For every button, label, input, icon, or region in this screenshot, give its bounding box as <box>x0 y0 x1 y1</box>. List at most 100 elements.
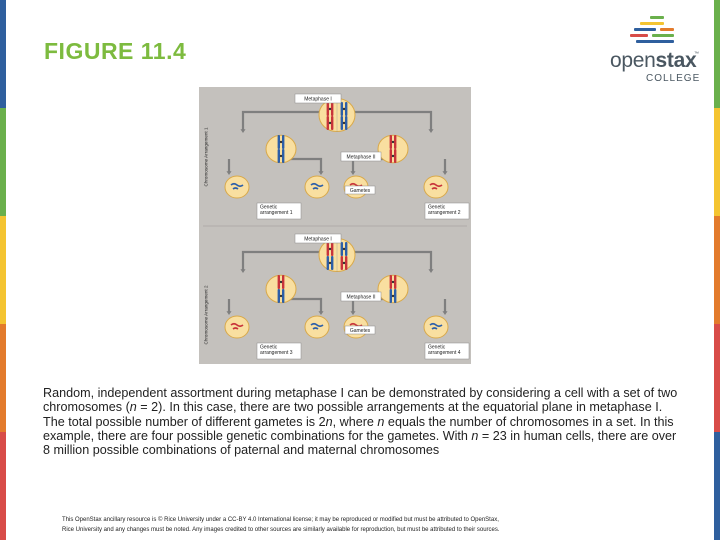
chromatid <box>326 242 329 256</box>
genetic-arrangement-right-label-line-1: Genetic <box>428 345 446 351</box>
genetic-arrangement-left-label-line-1: Genetic <box>260 345 278 351</box>
license-footer: This OpenStax ancillary resource is © Ri… <box>62 516 662 535</box>
centromere <box>328 247 332 251</box>
left-color-stripe <box>0 0 6 540</box>
arrow-inner-right-head <box>350 311 356 315</box>
slide-title: FIGURE 11.4 <box>44 38 187 64</box>
centromere <box>279 294 283 298</box>
chromosome-pair <box>277 135 285 149</box>
centromere <box>391 280 395 284</box>
caption-var-n: n <box>129 400 137 415</box>
chromatid <box>345 256 348 270</box>
chromosome-strand <box>312 327 319 330</box>
metaphase-1-label-box <box>294 93 342 104</box>
metaphase-2-cell-right <box>377 274 409 304</box>
gamete-cell <box>423 175 449 199</box>
chromatid <box>326 102 329 116</box>
arrow-inner-left-head <box>318 311 324 315</box>
chromosome-pair-red <box>326 116 334 130</box>
genetic-arrangement-right-label-line-2: arrangement 4 <box>428 350 461 356</box>
chromosome-pair <box>277 275 285 289</box>
chromatid <box>345 116 348 130</box>
genetic-arrangement-left-label-line-2: arrangement 1 <box>260 210 293 216</box>
gamete-chromosomes <box>230 182 244 190</box>
gamete-cell <box>224 175 250 199</box>
chromosome-pair <box>277 149 285 163</box>
caption-var-n: n <box>325 414 333 429</box>
arrow-inner-left-head <box>318 171 324 175</box>
chromatid <box>277 135 280 149</box>
chromatid <box>326 116 329 130</box>
chromatid <box>331 116 334 130</box>
figure-caption: Random, independent assortment during me… <box>43 386 683 457</box>
chromosome-pair-blue <box>326 256 334 270</box>
gamete-chromosomes <box>429 322 443 330</box>
right-color-stripe <box>714 0 720 540</box>
arrow-right-top-head <box>428 269 434 273</box>
chromatid <box>340 116 343 130</box>
centromere <box>391 154 395 158</box>
centromere <box>279 154 283 158</box>
chromatid <box>277 275 280 289</box>
chromatid <box>277 149 280 163</box>
chromatid <box>389 135 392 149</box>
chromatid <box>389 275 392 289</box>
metaphase-2-label: Metaphase II <box>347 294 376 300</box>
chromatid <box>282 149 285 163</box>
chromosome-pair <box>389 275 397 289</box>
genetic-arrangement-left-label-line-2: arrangement 3 <box>260 350 293 356</box>
chromosome-pair-blue <box>340 242 348 256</box>
centromere <box>328 107 332 111</box>
gamete-cell <box>304 175 330 199</box>
chromatid <box>282 289 285 303</box>
side-label-arrangement-1: Chromosome Arrangement 1 <box>204 127 209 186</box>
arrow-outer-right-head <box>442 311 448 315</box>
metaphase-2-label-box <box>340 291 382 302</box>
chromatid <box>345 102 348 116</box>
side-label-arrangement-2: Chromosome Arrangement 2 <box>204 285 209 344</box>
chromatid <box>326 256 329 270</box>
arrow-outer-left-head <box>226 171 232 175</box>
caption-var-n: n <box>471 428 479 443</box>
chromosome-pair-blue <box>340 116 348 130</box>
gamete-cell <box>423 315 449 339</box>
chromosome-strand <box>429 182 443 188</box>
centromere <box>328 121 332 125</box>
arrow-outer-right-head <box>442 171 448 175</box>
caption-text: Random, independent assortment during me… <box>43 386 678 415</box>
gametes-label-box <box>344 185 376 195</box>
license-line-1: This OpenStax ancillary resource is © Ri… <box>62 517 499 523</box>
chromosome-pair <box>389 135 397 149</box>
centromere <box>328 261 332 265</box>
arrow-left-top-head <box>240 129 246 133</box>
metaphase-1-label: Metaphase I <box>304 236 332 242</box>
chromatid <box>389 149 392 163</box>
caption-var-n: n <box>377 414 385 429</box>
chromosome-strand <box>310 322 324 328</box>
logo-subtitle: COLLEGE <box>646 73 701 84</box>
chromatid <box>282 275 285 289</box>
genetic-arrangement-left-label-line-1: Genetic <box>260 205 278 211</box>
chromatid <box>340 242 343 256</box>
genetic-arrangement-right-label-line-1: Genetic <box>428 205 446 211</box>
centromere <box>342 247 346 251</box>
centromere <box>342 261 346 265</box>
license-line-2: Rice University and any changes must be … <box>62 526 500 533</box>
chromosome-pair <box>389 149 397 163</box>
chromosome-strand <box>230 322 244 328</box>
gamete-chromosomes <box>310 322 324 330</box>
arrow-outer-left-head <box>226 311 232 315</box>
arrow-right-top-head <box>428 129 434 133</box>
gametes-label-box <box>344 325 376 335</box>
gamete-chromosomes <box>310 182 324 190</box>
arrow-inner-right-head <box>350 171 356 175</box>
genetic-arrangement-right-label-box <box>424 202 470 220</box>
metaphase-2-cell-left <box>265 134 297 164</box>
arrow-left-top <box>241 110 334 131</box>
gametes-label: Gametes <box>350 328 371 334</box>
metaphase-2-label: Metaphase II <box>347 154 376 160</box>
chromosome-pair-red <box>340 256 348 270</box>
chromosome-strand <box>232 327 239 330</box>
chromosome-strand <box>230 182 244 188</box>
chromatid <box>394 275 397 289</box>
